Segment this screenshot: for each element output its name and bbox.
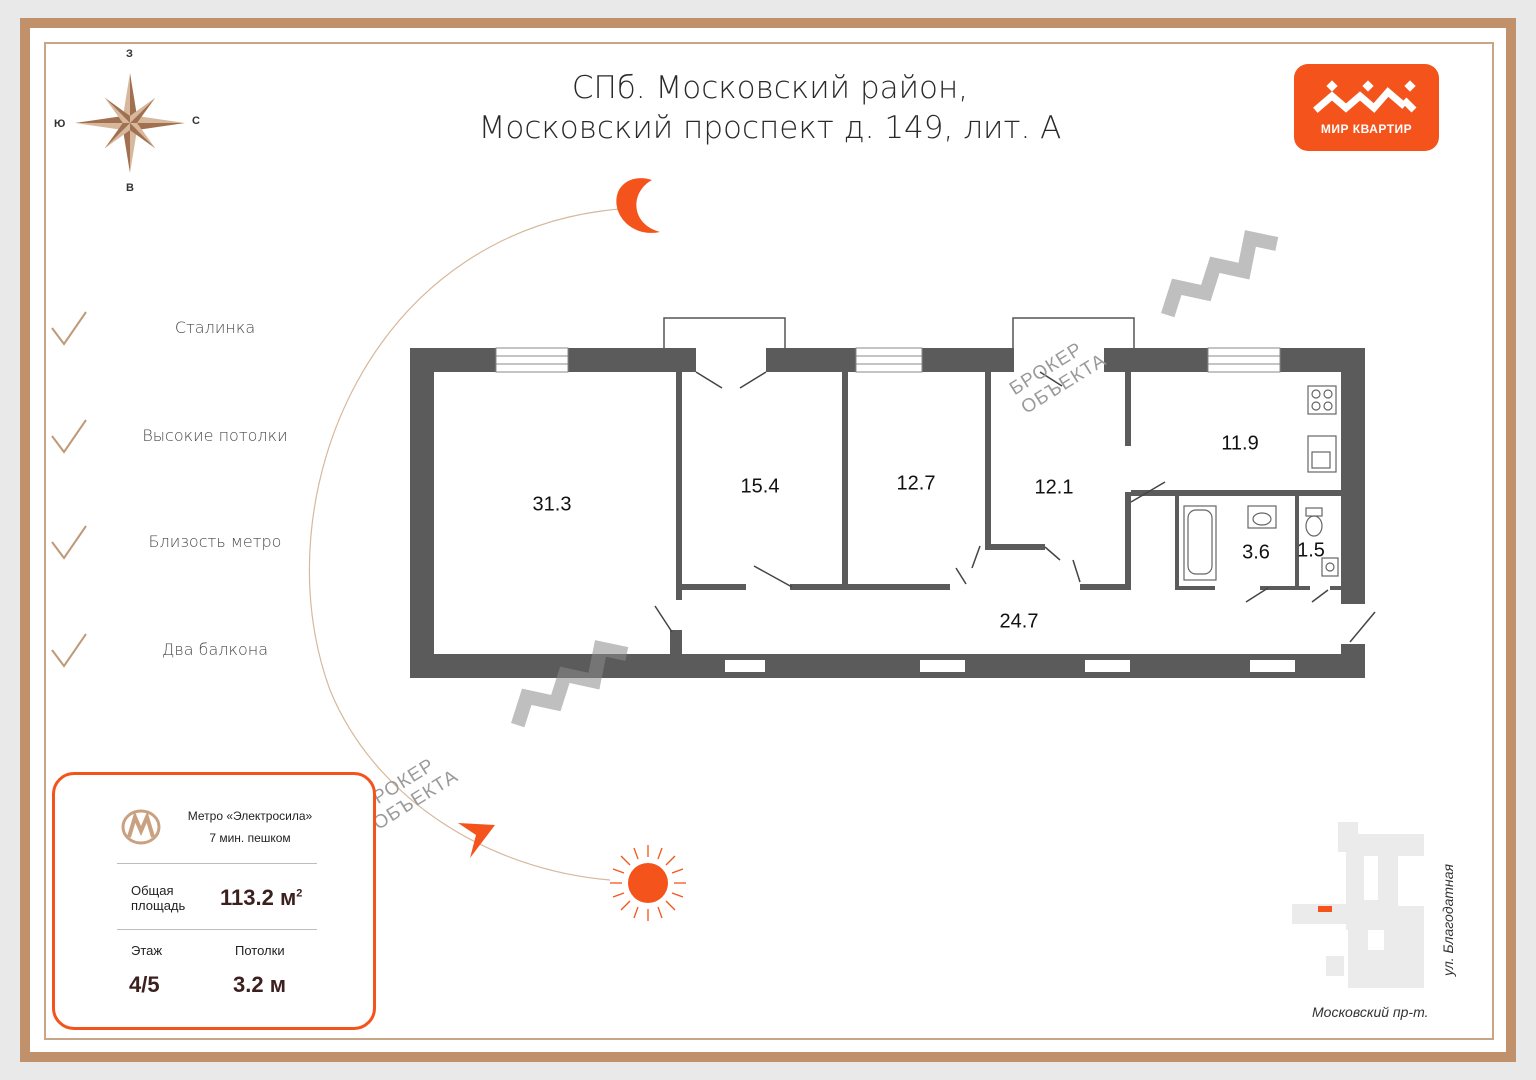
area-number: 113.2 м <box>220 885 297 910</box>
bathroom-fixtures <box>1183 385 1339 581</box>
site-plan-map <box>1292 822 1424 988</box>
bottom-windows <box>725 660 1295 672</box>
feature-item: Сталинка <box>50 310 380 350</box>
feature-item: Высокие потолки <box>50 418 380 458</box>
floor-label: Этаж <box>131 943 163 958</box>
divider <box>117 863 317 864</box>
page-title: СПб. Московский район, Московский проспе… <box>440 68 1100 148</box>
sun-icon <box>610 845 686 921</box>
sun-path-diagram <box>308 178 686 921</box>
building-marker <box>1318 906 1332 912</box>
floor-value: 4/5 <box>129 972 160 997</box>
check-icon <box>51 633 87 668</box>
metro-station: Метро «Электросила» <box>187 809 313 823</box>
street-label-side: ул. Благодатная <box>1440 864 1456 976</box>
feature-item: Два балкона <box>50 632 380 672</box>
street-label-bottom: Московский пр-т. <box>1312 1004 1429 1020</box>
direction-arrow-icon <box>458 823 495 858</box>
compass-south-label: В <box>126 182 134 194</box>
feature-item: Близость метро <box>50 524 380 564</box>
watermark-mark-icon <box>1161 230 1279 318</box>
moon-icon <box>616 178 660 233</box>
feature-label: Два балкона <box>161 640 269 659</box>
check-icon <box>51 525 87 560</box>
doors <box>654 371 1376 643</box>
feature-label: Высокие потолки <box>142 426 288 445</box>
compass-north-label: З <box>126 48 133 60</box>
feature-label: Сталинка <box>174 318 256 337</box>
metro-logo-icon <box>121 809 161 845</box>
brand-logo[interactable]: МИР КВАРТИР <box>1294 64 1439 151</box>
check-icon <box>51 419 87 454</box>
compass-east-label: С <box>192 115 200 127</box>
inner-border <box>44 42 1494 1040</box>
compass-west-label: Ю <box>54 118 66 130</box>
room-area-label: 3.6 <box>1242 541 1270 564</box>
metro-walk-time: 7 мин. пешком <box>209 831 291 845</box>
compass-rose-icon <box>75 73 185 173</box>
room-area-label: 12.7 <box>896 472 936 495</box>
floor-plan <box>410 317 1376 678</box>
area-unit-sup: 2 <box>296 887 303 900</box>
room-area-label: 11.9 <box>1221 432 1259 455</box>
room-area-label: 24.7 <box>999 610 1039 633</box>
brand-name: МИР КВАРТИР <box>1320 122 1413 136</box>
title-line-1: СПб. Московский район, <box>571 70 969 106</box>
top-windows <box>495 347 1281 373</box>
room-area-label: 15.4 <box>740 475 780 498</box>
info-card: Метро «Электросила» 7 мин. пешком Общая … <box>52 772 376 1030</box>
room-area-label: 31.3 <box>532 493 572 516</box>
ceiling-label: Потолки <box>235 943 285 958</box>
balconies <box>663 317 1135 348</box>
ceiling-value: 3.2 м <box>233 972 286 997</box>
title-line-2: Московский проспект д. 149, лит. А <box>478 110 1062 146</box>
room-area-label: 1.5 <box>1297 539 1325 562</box>
brand-mark-icon <box>1313 80 1417 113</box>
feature-label: Близость метро <box>148 532 282 551</box>
watermark-mark-icon <box>511 640 629 728</box>
area-label: Общая площадь <box>131 883 186 913</box>
room-area-label: 12.1 <box>1034 476 1074 499</box>
check-icon <box>51 311 87 346</box>
area-value: 113.2 м2 <box>220 885 302 911</box>
divider <box>117 929 317 930</box>
